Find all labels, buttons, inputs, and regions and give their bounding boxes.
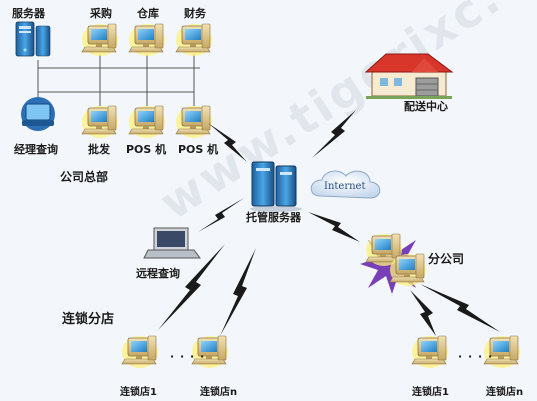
distribution-center-label: 配送中心 [404,100,448,113]
pos-label-2: POS 机 [178,143,219,156]
hq-network-lines [37,54,200,106]
internet-cloud-icon [310,170,381,199]
link-hosting-branch-office [308,212,360,242]
chain-store-n-label: 连锁店n [200,387,238,398]
branch-ellipsis: · · · · [458,350,494,363]
link-hosting-store1 [158,244,225,330]
internet-label: Internet [324,181,366,192]
chain-store-1-icon [122,336,158,368]
link-branch-storen [420,284,500,332]
warehouse-computer-icon [129,24,165,56]
hq-label: 公司总部 [60,170,109,184]
finance-computer-icon [176,24,212,56]
manager-query-icon [21,97,55,131]
server-label: 服务器 [12,7,45,20]
link-hq-hosting [208,123,247,162]
branch-store-1-icon [412,336,448,368]
server-tower-icon [15,21,51,57]
laptop-icon [143,227,201,259]
hosting-server-label: 托管服务器 [246,211,301,224]
link-branch-store1 [410,290,436,336]
hosting-server-icon [250,161,302,212]
wholesale-computer-icon [82,106,118,138]
link-hosting-remote [198,198,244,232]
chain-branch-title: 连锁分店 [62,312,115,327]
branch-store-n-label: 连锁店n [486,387,524,398]
wan-links [158,110,500,336]
chain-store-1-label: 连锁店1 [120,387,157,398]
link-hosting-distribution [312,110,356,158]
branch-store-1-label: 连锁店1 [412,387,449,398]
chain-ellipsis: · · · · [170,350,206,363]
finance-label: 财务 [184,7,206,20]
pos-computer-icon [176,106,212,138]
link-hosting-storen [220,248,256,336]
purchase-label: 采购 [90,7,112,20]
purchase-computer-icon [82,24,118,56]
branch-office-title: 分公司 [428,252,465,266]
pos-label-1: POS 机 [126,143,167,156]
distribution-house-icon [364,53,454,99]
branch-computer-icon [390,254,426,286]
pos-computer-icon [129,106,165,138]
remote-query-label: 远程查询 [136,267,180,280]
warehouse-label: 仓库 [137,7,159,20]
manager-query-label: 经理查询 [14,143,58,156]
wholesale-label: 批发 [88,143,110,156]
